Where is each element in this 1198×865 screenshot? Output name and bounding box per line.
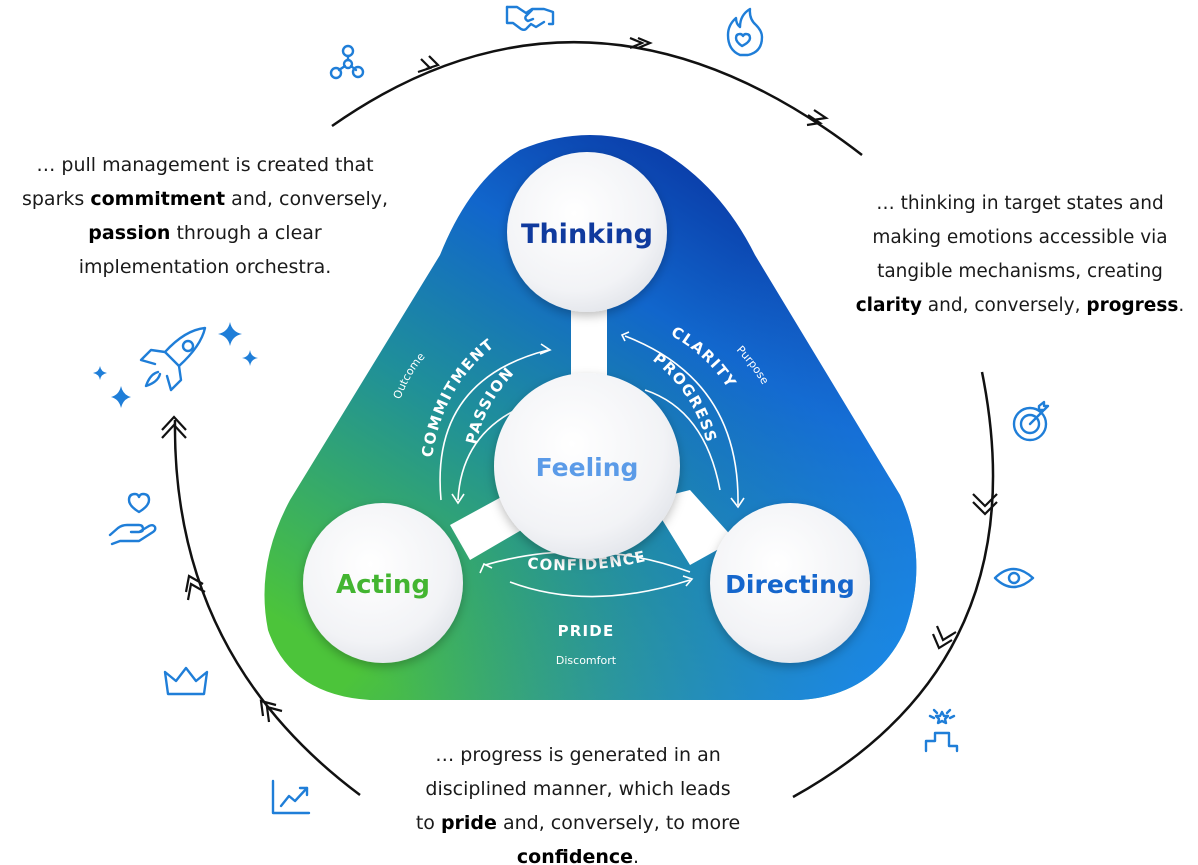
progress-keyword: progress — [1086, 295, 1179, 316]
podium-icon — [924, 708, 959, 753]
outer-cycle-chevrons — [161, 36, 998, 723]
right-line-2: making emotions accessible via — [872, 227, 1168, 248]
commitment-keyword: commitment — [90, 188, 226, 210]
flame-heart-icon — [726, 7, 764, 57]
directing-label: Directing — [725, 570, 855, 599]
acting-circle: Acting — [303, 503, 463, 663]
left-line-1: … pull management is created that — [36, 154, 374, 176]
bottom-line-3: to pride and, conversely, to more — [415, 812, 741, 834]
clarity-keyword: clarity — [855, 295, 922, 316]
left-line-2: sparks commitment and, conversely, — [21, 188, 389, 210]
left-line-4: implementation orchestra. — [78, 256, 332, 278]
discomfort-label: Discomfort — [556, 654, 617, 667]
directing-circle: Directing — [710, 503, 870, 663]
network-icon — [329, 44, 365, 80]
acting-label: Acting — [336, 570, 430, 600]
thinking-label: Thinking — [521, 219, 653, 250]
eye-icon — [993, 567, 1035, 589]
right-line-1: … thinking in target states and — [876, 193, 1164, 214]
chart-up-icon — [271, 779, 311, 815]
right-line-4: clarity and, conversely, progress. — [855, 295, 1185, 316]
target-icon — [1012, 400, 1050, 442]
feeling-circle: Feeling — [494, 373, 680, 559]
sparkle-icon — [93, 322, 258, 408]
left-description: … pull management is created that sparks… — [0, 148, 410, 284]
rocket-icon — [139, 326, 207, 392]
pride-keyword: pride — [440, 812, 497, 834]
feeling-label: Feeling — [536, 453, 639, 482]
pride-label: PRIDE — [558, 622, 615, 640]
bottom-line-2: disciplined manner, which leads — [425, 778, 731, 800]
bottom-line-4: confidence. — [392, 840, 764, 865]
crown-icon — [163, 666, 209, 696]
bottom-description: … progress is generated in an discipline… — [392, 738, 764, 865]
thinking-circle: Thinking — [507, 152, 667, 312]
bottom-line-1: … progress is generated in an — [435, 744, 721, 766]
outer-cycle-arcs — [173, 41, 995, 799]
right-line-3: tangible mechanisms, creating — [877, 261, 1163, 282]
confidence-keyword: confidence — [516, 846, 634, 865]
heart-hand-icon — [108, 492, 157, 546]
left-line-3: passion through a clear — [88, 222, 322, 244]
passion-keyword: passion — [88, 222, 171, 244]
handshake-icon — [505, 5, 555, 31]
right-description: … thinking in target states and making e… — [842, 187, 1198, 323]
